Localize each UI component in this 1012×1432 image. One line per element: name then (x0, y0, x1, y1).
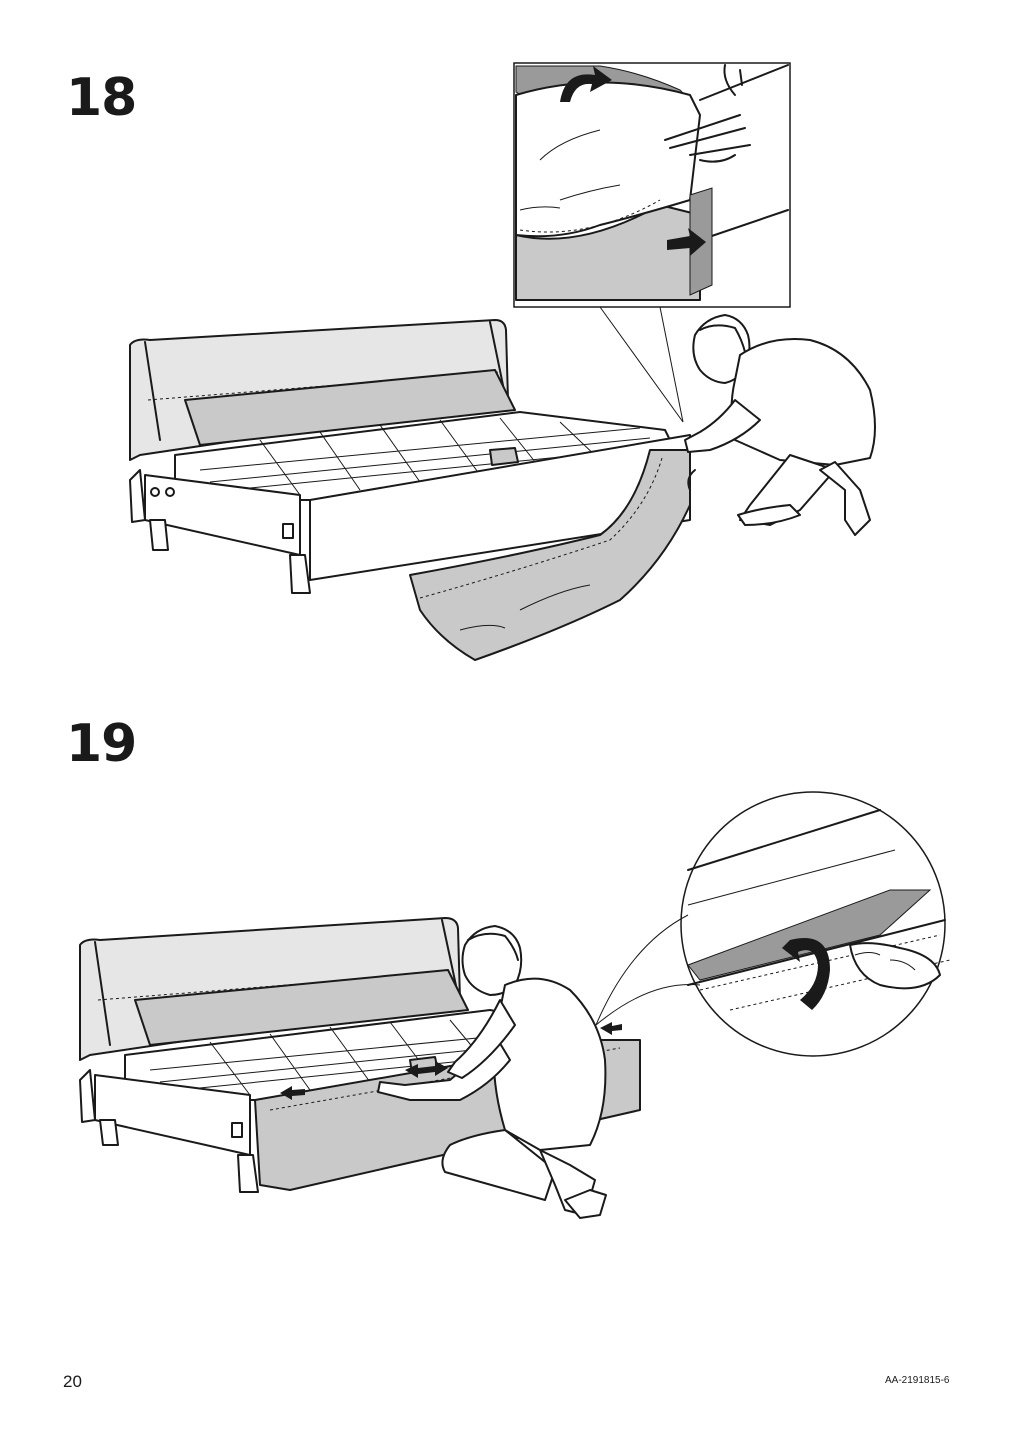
detail-zoom-circle-19 (680, 791, 951, 1057)
step-number-18: 18 (66, 68, 137, 128)
person-crouching-18 (684, 314, 876, 536)
page-number: 20 (63, 1372, 82, 1391)
step-18-illustration (129, 62, 876, 661)
step-number-19: 19 (66, 714, 137, 774)
person-kneeling-19 (377, 925, 607, 1219)
fabric-cover-18 (409, 449, 691, 661)
step-19-illustration (79, 791, 951, 1219)
sofa-bed-18 (129, 319, 691, 594)
detail-zoom-box-18 (513, 62, 791, 308)
document-code: AA-2191815-6 (885, 1375, 950, 1386)
